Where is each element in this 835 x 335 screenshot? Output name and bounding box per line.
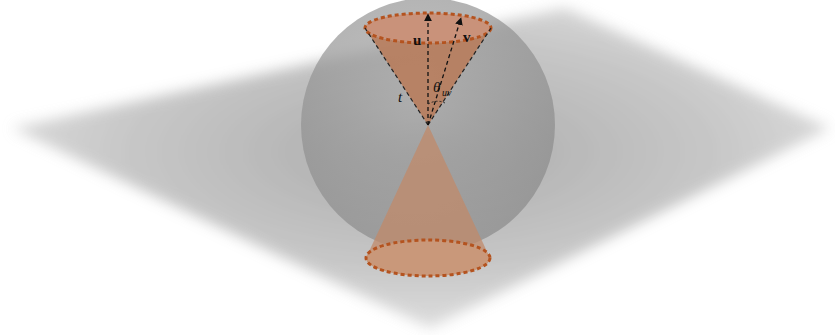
lower-rim xyxy=(366,240,490,276)
angle-subscript: uv xyxy=(442,88,451,98)
vector-label: v xyxy=(463,30,471,45)
vector-arrow xyxy=(428,18,461,125)
length-label: t xyxy=(398,90,402,105)
slant-line xyxy=(365,28,428,125)
plane xyxy=(12,8,830,328)
angle-arc xyxy=(428,101,445,104)
vector-arrow xyxy=(427,14,428,125)
angle-label: θ xyxy=(433,80,440,95)
lower-cone xyxy=(366,125,490,276)
slant-line xyxy=(428,28,491,125)
vector-label: u xyxy=(413,33,421,48)
